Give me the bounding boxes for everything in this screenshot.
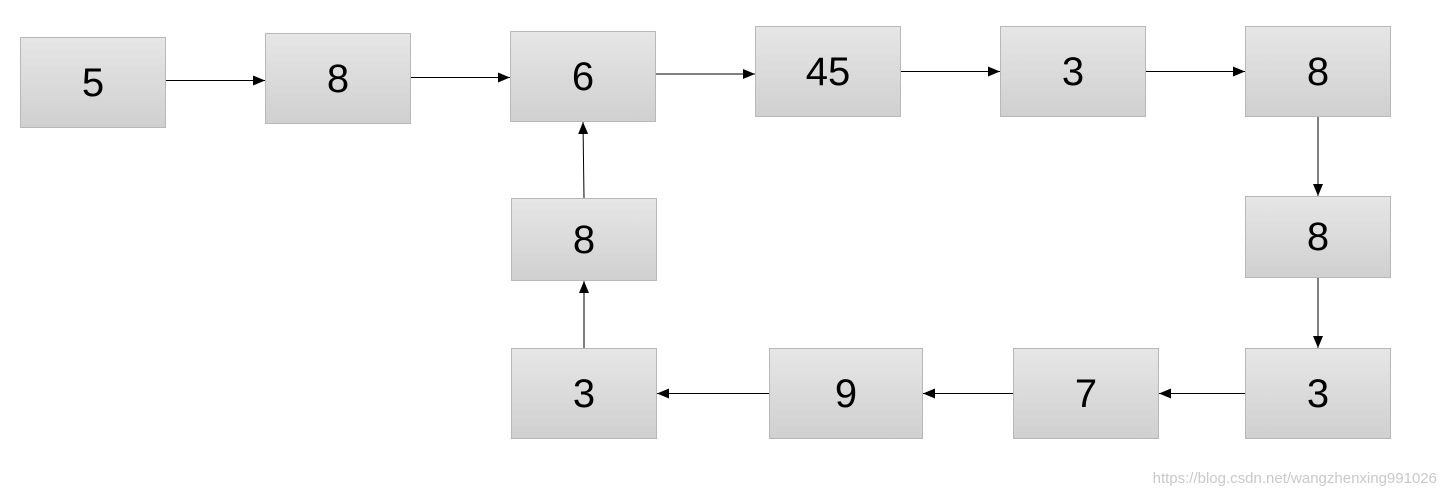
node-4: 45 <box>755 26 901 117</box>
node-12-label: 8 <box>572 217 596 262</box>
node-6-label: 8 <box>1306 49 1330 94</box>
node-12: 8 <box>511 198 657 281</box>
node-9: 7 <box>1013 348 1159 439</box>
node-1: 5 <box>20 37 166 128</box>
node-5: 3 <box>1000 26 1146 117</box>
node-3-label: 6 <box>571 54 595 99</box>
node-5-label: 3 <box>1061 49 1085 94</box>
watermark-url: https://blog.csdn.net/wangzhenxing991026 <box>1152 470 1437 487</box>
node-2: 8 <box>265 33 411 124</box>
node-10: 9 <box>769 348 923 439</box>
node-4-label: 45 <box>805 49 851 94</box>
node-6: 8 <box>1245 26 1391 117</box>
node-11: 3 <box>511 348 657 439</box>
node-3: 6 <box>510 31 656 122</box>
node-7-label: 8 <box>1306 215 1330 259</box>
edge-arrow-n12-to-n3 <box>578 121 589 199</box>
node-1-label: 5 <box>81 60 105 105</box>
node-9-label: 7 <box>1074 371 1098 416</box>
node-11-label: 3 <box>572 371 596 416</box>
node-8: 3 <box>1245 348 1391 439</box>
node-10-label: 9 <box>834 371 858 416</box>
node-8-label: 3 <box>1306 371 1330 416</box>
node-2-label: 8 <box>326 56 350 101</box>
node-7: 8 <box>1245 196 1391 278</box>
